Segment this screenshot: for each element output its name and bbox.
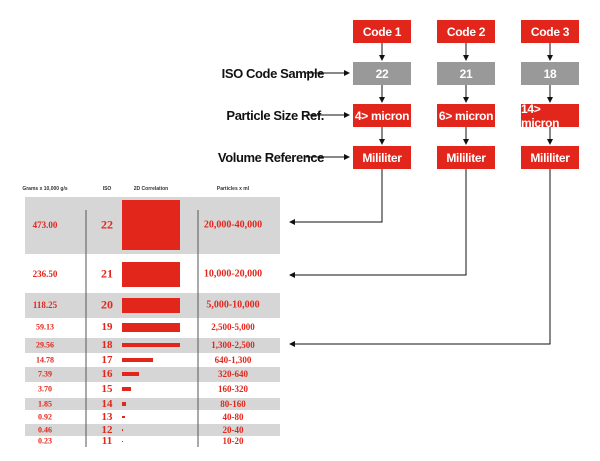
correlation-bar: [122, 387, 132, 391]
col1-volume-box: Mililiter: [353, 146, 411, 169]
cell-grams: 59.13: [36, 322, 54, 332]
cell-grams: 7.39: [38, 369, 52, 379]
row-band: [25, 366, 280, 382]
cell-iso: 21: [101, 266, 113, 281]
cell-iso: 14: [101, 398, 113, 410]
label-particle-size: Particle Size Ref.: [226, 108, 324, 123]
correlation-bar: [122, 440, 123, 442]
cell-particles: 1,300-2,500: [211, 340, 255, 350]
cell-iso: 16: [101, 368, 113, 380]
cell-grams: 14.78: [36, 355, 54, 365]
col3-size-box: 14> micron: [521, 102, 579, 130]
cell-grams: 0.23: [38, 436, 52, 446]
correlation-bar: [122, 297, 180, 313]
header-grams: Grams x 10,000 g/s: [22, 186, 68, 192]
cell-grams: 29.56: [36, 340, 54, 350]
correlation-bar: [122, 372, 139, 376]
cell-iso: 20: [101, 297, 113, 312]
cell-particles: 80-160: [220, 399, 246, 409]
cell-particles: 20,000-40,000: [203, 219, 263, 231]
label-iso-code-sample: ISO Code Sample: [221, 66, 325, 81]
header-iso: ISO: [102, 186, 112, 192]
cell-particles: 160-320: [218, 384, 248, 394]
cell-particles: 5,000-10,000: [206, 299, 260, 311]
col2-iso-box: 21: [437, 62, 495, 85]
correlation-bar: [122, 343, 180, 347]
cell-particles: 10,000-20,000: [203, 268, 263, 280]
cell-grams: 473.00: [32, 220, 58, 230]
cell-iso: 12: [101, 424, 113, 436]
col1-code-box: Code 1: [353, 20, 411, 43]
cell-iso: 11: [101, 435, 113, 447]
cell-grams: 1.85: [38, 399, 52, 409]
cell-grams: 118.25: [32, 300, 58, 310]
header-correlation: 2D Correlation: [133, 186, 169, 192]
col2-volume-box: Mililiter: [437, 146, 495, 169]
cell-particles: 10-20: [222, 436, 244, 446]
cell-particles: 2,500-5,000: [211, 322, 255, 332]
cell-iso: 13: [101, 411, 113, 423]
label-volume-reference: Volume Reference: [217, 150, 324, 165]
cell-iso: 15: [101, 383, 113, 395]
cell-particles: 40-80: [222, 412, 244, 422]
cell-iso: 19: [101, 321, 113, 333]
col1-size-box: 4> micron: [353, 104, 411, 127]
header-particles: Particles x ml: [216, 186, 250, 192]
correlation-bar: [122, 416, 125, 418]
col3-iso-box: 18: [521, 62, 579, 85]
row-band: [25, 398, 280, 410]
correlation-bar: [122, 322, 180, 332]
cell-grams: 0.92: [38, 412, 52, 422]
col1-iso-box: 22: [353, 62, 411, 85]
col3-volume-box: Mililiter: [521, 146, 579, 169]
cell-particles: 320-640: [218, 369, 248, 379]
row-band: [25, 424, 280, 436]
correlation-bar: [122, 261, 180, 287]
cell-iso: 18: [101, 339, 113, 351]
correlation-bar: [122, 200, 180, 250]
cell-particles: 20-40: [222, 425, 244, 435]
col2-size-box: 6> micron: [437, 104, 495, 127]
cell-grams: 0.46: [38, 425, 52, 435]
cell-iso: 17: [101, 354, 113, 366]
cell-particles: 640-1,300: [214, 355, 252, 365]
cell-grams: 236.50: [32, 269, 58, 279]
correlation-bar: [122, 358, 153, 362]
col3-code-box: Code 3: [521, 20, 579, 43]
correlation-bar: [122, 429, 124, 431]
correlation-bar: [122, 402, 127, 406]
col2-code-box: Code 2: [437, 20, 495, 43]
cell-grams: 3.70: [38, 384, 52, 394]
cell-iso: 22: [101, 217, 113, 232]
